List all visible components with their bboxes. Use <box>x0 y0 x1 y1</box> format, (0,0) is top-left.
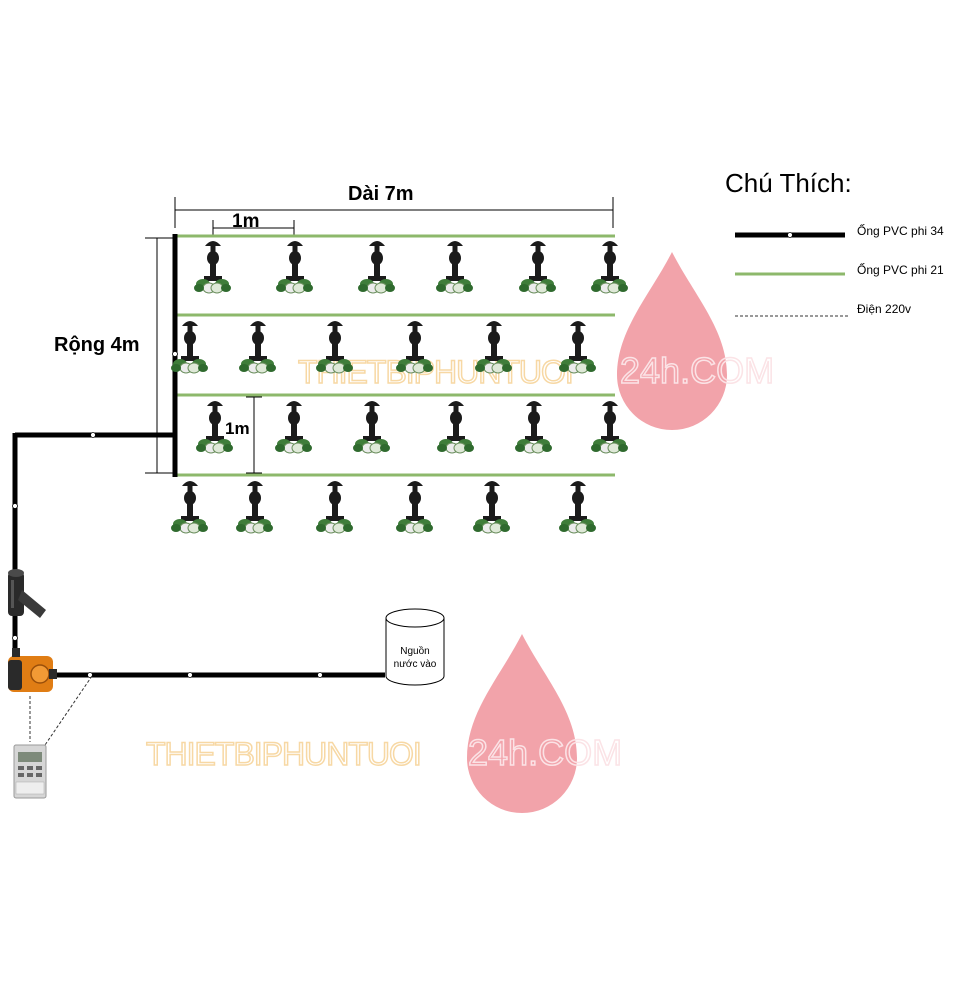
sprinkler-1-1 <box>193 240 232 294</box>
filter-icon <box>8 569 46 618</box>
pump-icon <box>8 648 57 692</box>
legend-label-branch-pipe: Ống PVC phi 21 <box>857 262 944 277</box>
sprinkler-4-2 <box>235 480 274 534</box>
sprinkler-1-6 <box>590 240 629 294</box>
sprinkler-2-3 <box>315 320 354 374</box>
legend-item-branch-pipe: Ống PVC phi 21 <box>735 262 944 277</box>
watermark-text-bottom-right: 24h.COM <box>468 732 622 773</box>
sprinkler-4-4 <box>395 480 434 534</box>
sprinkler-2-6 <box>558 320 597 374</box>
sprinkler-3-2 <box>274 400 313 454</box>
sprinkler-3-5 <box>514 400 553 454</box>
spacing-y-label: 1m <box>225 419 250 438</box>
length-dimension: Dài 7m <box>174 183 614 228</box>
legend-title: Chú Thích: <box>725 168 852 198</box>
sprinkler-2-4 <box>395 320 434 374</box>
legend-label-main-pipe: Ống PVC phi 34 <box>857 223 944 238</box>
sprinkler-4-3 <box>315 480 354 534</box>
electric-lines <box>29 675 93 746</box>
spacing-x-dimension: 1m <box>212 211 295 237</box>
main-pipes <box>12 234 385 678</box>
sprinkler-3-4 <box>436 400 475 454</box>
width-label: Rộng 4m <box>54 334 140 356</box>
sprinkler-2-5 <box>474 320 513 374</box>
timer-controller-icon <box>13 744 47 799</box>
sprinkler-1-5 <box>518 240 557 294</box>
sprinkler-2-2 <box>238 320 277 374</box>
watermark-text-bottom-left: THIETBIPHUNTUOI <box>146 736 421 772</box>
tank-label-line2: nước vào <box>394 659 437 670</box>
spacing-y-dimension: 1m <box>225 396 262 474</box>
tank-label-line1: Nguồn <box>400 645 429 657</box>
legend-item-electric: Điện 220v <box>735 302 911 317</box>
sprinkler-4-1 <box>170 480 209 534</box>
sprinkler-4-5 <box>472 480 511 534</box>
legend-item-main-pipe: Ống PVC phi 34 <box>735 223 944 238</box>
legend: Chú Thích: Ống PVC phi 34 Ống PVC phi 21… <box>725 168 944 317</box>
branch-pipes <box>175 234 615 477</box>
water-tank: Nguồn nước vào <box>385 608 445 686</box>
sprinkler-3-6 <box>590 400 629 454</box>
watermark-text-top-right: 24h.COM <box>620 350 774 391</box>
spacing-x-label: 1m <box>232 211 259 232</box>
sprinkler-1-4 <box>435 240 474 294</box>
width-dimension: Rộng 4m <box>54 237 173 474</box>
sprinkler-1-3 <box>357 240 396 294</box>
watermark-drop-top <box>617 252 727 430</box>
legend-label-electric: Điện 220v <box>857 302 911 316</box>
length-label: Dài 7m <box>348 183 414 205</box>
sprinkler-1-2 <box>275 240 314 294</box>
sprinkler-3-3 <box>352 400 391 454</box>
sprinkler-4-6 <box>558 480 597 534</box>
watermark-drop-bottom <box>467 634 577 813</box>
